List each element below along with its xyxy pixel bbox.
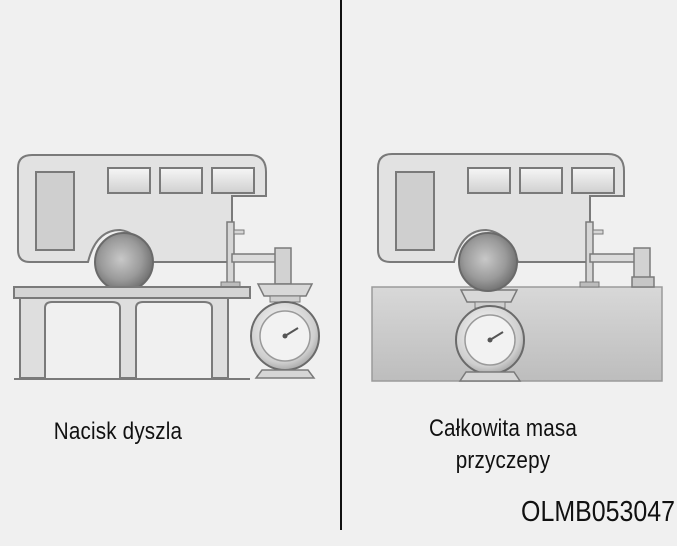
platform-deck [13,286,251,299]
trailer-wheel-left [94,232,154,292]
trailer-window [467,167,511,194]
left-panel-illustration [13,154,320,380]
trailer-wheel-right [458,232,518,292]
trailer-door-left [35,171,75,251]
trailer-window [211,167,255,194]
trailer-window [159,167,203,194]
drawbar-right [589,253,641,263]
platform-legs [19,297,229,379]
figure-code: OLMB053047 [521,496,675,528]
caption-tongue-load-text: Nacisk dyszla [53,418,183,445]
trailer-window [519,167,563,194]
tongue-support-block [631,276,655,288]
jack-stand-right [585,221,594,285]
caption-gross-trailer-weight: Całkowita masa przyczepy [413,413,594,477]
weighing-scale-left [250,283,320,379]
weighing-scale-right [455,289,525,382]
trailer-window [571,167,615,194]
jack-stand-left [226,221,235,285]
caption-gross-line-1: Całkowita masa [428,415,578,442]
caption-gross-line-2: przyczepy [455,447,551,474]
right-panel-illustration [371,153,663,382]
trailer-window [107,167,151,194]
trailer-door-right [395,171,435,251]
caption-tongue-load: Nacisk dyszla [41,416,196,448]
